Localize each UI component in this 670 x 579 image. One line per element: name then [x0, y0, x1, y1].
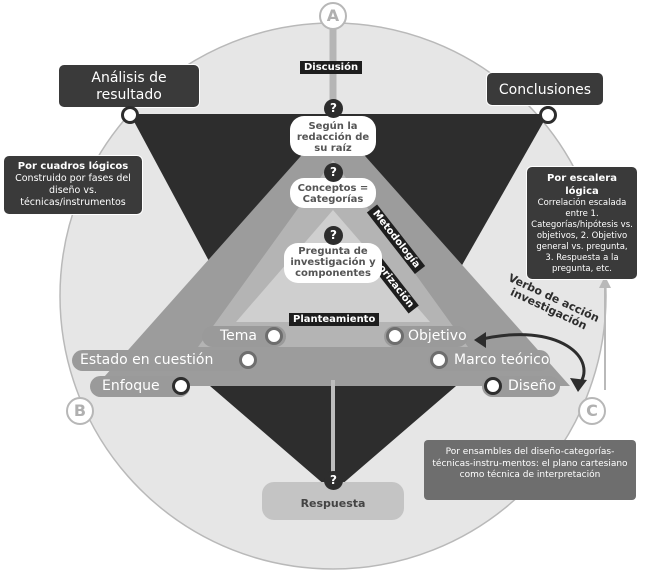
analysis-box: Análisis de resultado — [58, 64, 200, 108]
c-arrow-head — [599, 276, 611, 288]
pill-marco: Marco teórico — [428, 350, 550, 371]
conclusions-box: Conclusiones — [486, 72, 604, 106]
concepts-item: Conceptos = Categorías — [290, 178, 376, 208]
left-note-body: Construido por fases del diseño vs. técn… — [15, 173, 131, 208]
tag-discussion: Discusión — [300, 61, 363, 74]
question-item: Pregunta de investigación y componentes — [284, 243, 382, 283]
tema-node — [265, 327, 283, 345]
letter-c: C — [578, 397, 606, 425]
right-note-title: Por escalera lógica — [547, 173, 617, 197]
pill-diseno-label: Diseño — [508, 378, 557, 394]
objetivo-node — [386, 327, 404, 345]
diseno-node — [484, 377, 502, 395]
question-mark-answer: ? — [324, 471, 343, 490]
letter-b: B — [66, 397, 94, 425]
right-note: Por escalera lógica Correlación escalada… — [526, 166, 638, 280]
tag-statement: Planteamiento — [289, 313, 380, 326]
left-note: Por cuadros lógicos Construido por fases… — [3, 155, 143, 215]
conclusions-node — [539, 106, 557, 124]
analysis-node — [121, 106, 139, 124]
pill-estado: Estado en cuestión — [72, 350, 248, 371]
arrow-head-bottom — [570, 378, 587, 392]
letter-a: A — [319, 2, 347, 30]
pill-objetivo-label: Objetivo — [408, 328, 467, 344]
pill-tema-label: Tema — [220, 328, 258, 344]
root-item: Según la redacción de su raíz — [290, 116, 376, 156]
question-mark-root: ? — [324, 99, 343, 118]
pill-enfoque: Enfoque — [90, 376, 190, 397]
question-mark-concepts: ? — [324, 163, 343, 182]
pill-objetivo: Objetivo — [384, 326, 468, 347]
bottom-note: Por ensambles del diseño-categorías-técn… — [424, 440, 636, 500]
pill-diseno: Diseño — [482, 376, 560, 397]
cycle-arrow — [477, 333, 586, 387]
pill-marco-label: Marco teórico — [454, 352, 550, 368]
left-note-title: Por cuadros lógicos — [17, 161, 129, 172]
marco-node — [430, 351, 448, 369]
right-note-body: Correlación escalada entre 1. Categorías… — [531, 198, 633, 274]
pill-estado-label: Estado en cuestión — [80, 352, 214, 368]
pill-enfoque-label: Enfoque — [102, 378, 160, 394]
enfoque-node — [172, 377, 190, 395]
question-mark-question: ? — [324, 226, 343, 245]
estado-node — [239, 351, 257, 369]
arrow-head-top — [474, 332, 486, 348]
